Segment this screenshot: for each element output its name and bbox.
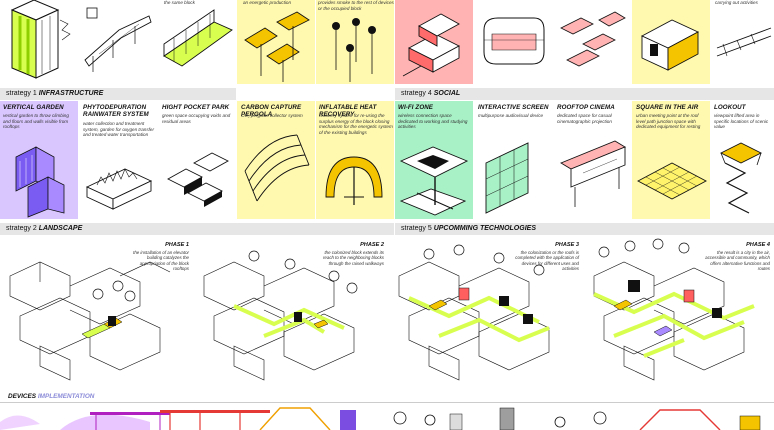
card-desc: vertical garden to throw climbing and fl… [3,113,69,130]
solar-panels-drawing [244,11,310,82]
top-snippet-3: the same block [164,0,195,5]
top-cell-6 [395,0,473,84]
card-title: SQUARE IN THE AIR [636,104,699,111]
card-interactive-screen: INTERACTIVE SCREEN multipurpose audiovis… [474,101,552,219]
strategy-1-band: strategy 1 INFRASTRUCTURE [0,88,236,100]
phase-desc: the colonization or the roofs is complet… [515,250,579,272]
phase-4-panel: PHASE 4 the result is a city in the air,… [584,236,774,386]
card-desc: wireless connection space dedicated to w… [398,113,468,130]
tube-drawing [483,17,545,65]
inflatable-arch-drawing [325,156,383,205]
card-title: HIGHT POCKET PARK [162,104,230,111]
phase-desc: the colonized block extends its reach to… [322,250,384,266]
strategy-4-band: strategy 4 SOCIAL [395,88,774,100]
greenhouse-drawing [163,9,233,67]
devices-heading: DEVICES IMPLEMENTATION [8,393,94,400]
phase-4-axonometric [593,238,755,381]
card-title: INFLATABLE HEAT RECOVERY [319,104,377,118]
card-desc: CO₂ pergolas collector system [241,113,303,118]
top-cell-7 [474,0,552,84]
top-cell-10: carrying out activities [711,0,774,84]
card-desc: recovery system for re-using the surplus… [319,113,393,135]
devices-divider [0,402,774,403]
phase-2-panel: PHASE 2 the colonized block extends its … [194,236,388,386]
card-title: VERTICAL GARDEN [3,104,64,111]
card-title: WI-FI ZONE [398,104,434,111]
card-desc: urban meeting point at the roof level pa… [636,113,701,130]
card-vertical-garden: VERTICAL GARDEN vertical garden to throw… [0,101,78,219]
wifi-platform-drawing [399,146,469,216]
ramp-drawing [84,7,152,72]
card-pocket-park: HIGHT POCKET PARK green space occupying … [158,101,236,219]
top-cell-9 [632,0,710,84]
phase-3-axonometric [398,244,550,381]
modular-boxes-drawing [402,13,460,77]
card-desc: multipurpose audiovisual device [478,113,544,118]
card-phytodepuration: PHYTODEPURATION RAINWATER SYSTEM water c… [79,101,157,219]
top-snippet-5b: or the occupied block [318,6,362,11]
card-title: PHYTODEPURATION RAINWATER SYSTEM [83,104,149,118]
top-cell-3: the same block [158,0,236,84]
phase-title: PHASE 1 [165,242,189,248]
rainwater-tank-drawing [85,168,153,210]
top-cell-4: an energetic production [237,0,315,84]
bench-modules-drawing [560,11,626,67]
vertical-garden-drawing [15,146,65,218]
top-cell-2 [79,0,157,84]
kiosk-drawing [640,19,700,71]
card-carbon-pergola: CARBON CAPTURE PERGOLA CO₂ pergolas coll… [237,101,315,219]
card-title: LOOKOUT [714,104,746,111]
card-title: CARBON CAPTURE PERGOLA [241,104,302,118]
phase-1-axonometric [9,261,171,381]
card-rooftop-cinema: ROOFTOP CINEMA dedicated space for casua… [553,101,631,219]
top-cell-1 [0,0,78,84]
grid-plaza-drawing [637,162,707,200]
card-title: INTERACTIVE SCREEN [478,104,549,111]
phase-2-axonometric [203,250,358,381]
phase-desc: the result is a city in the air, accessi… [705,250,770,272]
phase-title: PHASE 3 [555,242,579,248]
phase-1-panel: PHASE 1 the installation of an elevator … [0,236,193,386]
top-snippet-5a: provides smoke to the rest of devices [318,0,394,5]
card-desc: green space occupying voids and residual… [162,113,231,124]
card-wifi-zone: WI-FI ZONE wireless connection space ded… [395,101,473,219]
wind-posts-drawing [332,18,376,82]
phase-title: PHASE 2 [360,242,384,248]
screen-grid-drawing [485,142,529,214]
top-cell-8 [553,0,631,84]
rails-drawing [716,27,772,57]
card-desc: water collection and treatment system, g… [83,121,154,138]
pergola-drawing [244,134,310,202]
top-cell-5: provides smoke to the rest of devices or… [316,0,394,84]
card-lookout: LOOKOUT viewpoint lifted area in specifi… [711,101,774,219]
lookout-stair-drawing [719,142,763,214]
card-desc: dedicated space for casual cinematograph… [557,113,612,124]
top-snippet-4: an energetic production [243,0,292,5]
phase-desc: the installation of an elevator building… [133,250,189,272]
card-desc: viewpoint lifted area in specific locati… [714,113,769,130]
implementation-label: IMPLEMENTATION [37,393,95,400]
phase-title: PHASE 4 [746,242,770,248]
card-heat-recovery: INFLATABLE HEAT RECOVERY recovery system… [316,101,394,219]
cinema-frame-drawing [559,140,627,207]
strategy-5-band: strategy 5 UPCOMMING TECHNOLOGIES [395,223,774,235]
devices-label: DEVICES [8,393,37,400]
card-title: ROOFTOP CINEMA [557,104,615,111]
pocket-park-drawing [167,152,229,207]
strategy-2-band: strategy 2 LANDSCAPE [0,223,394,235]
vertical-tower-drawing [10,0,71,79]
phase-3-panel: PHASE 3 the colonization or the roofs is… [389,236,583,386]
devices-strip [0,407,761,430]
top-snippet-10: carrying out activities [715,0,758,5]
card-square-in-air: SQUARE IN THE AIR urban meeting point at… [632,101,710,219]
